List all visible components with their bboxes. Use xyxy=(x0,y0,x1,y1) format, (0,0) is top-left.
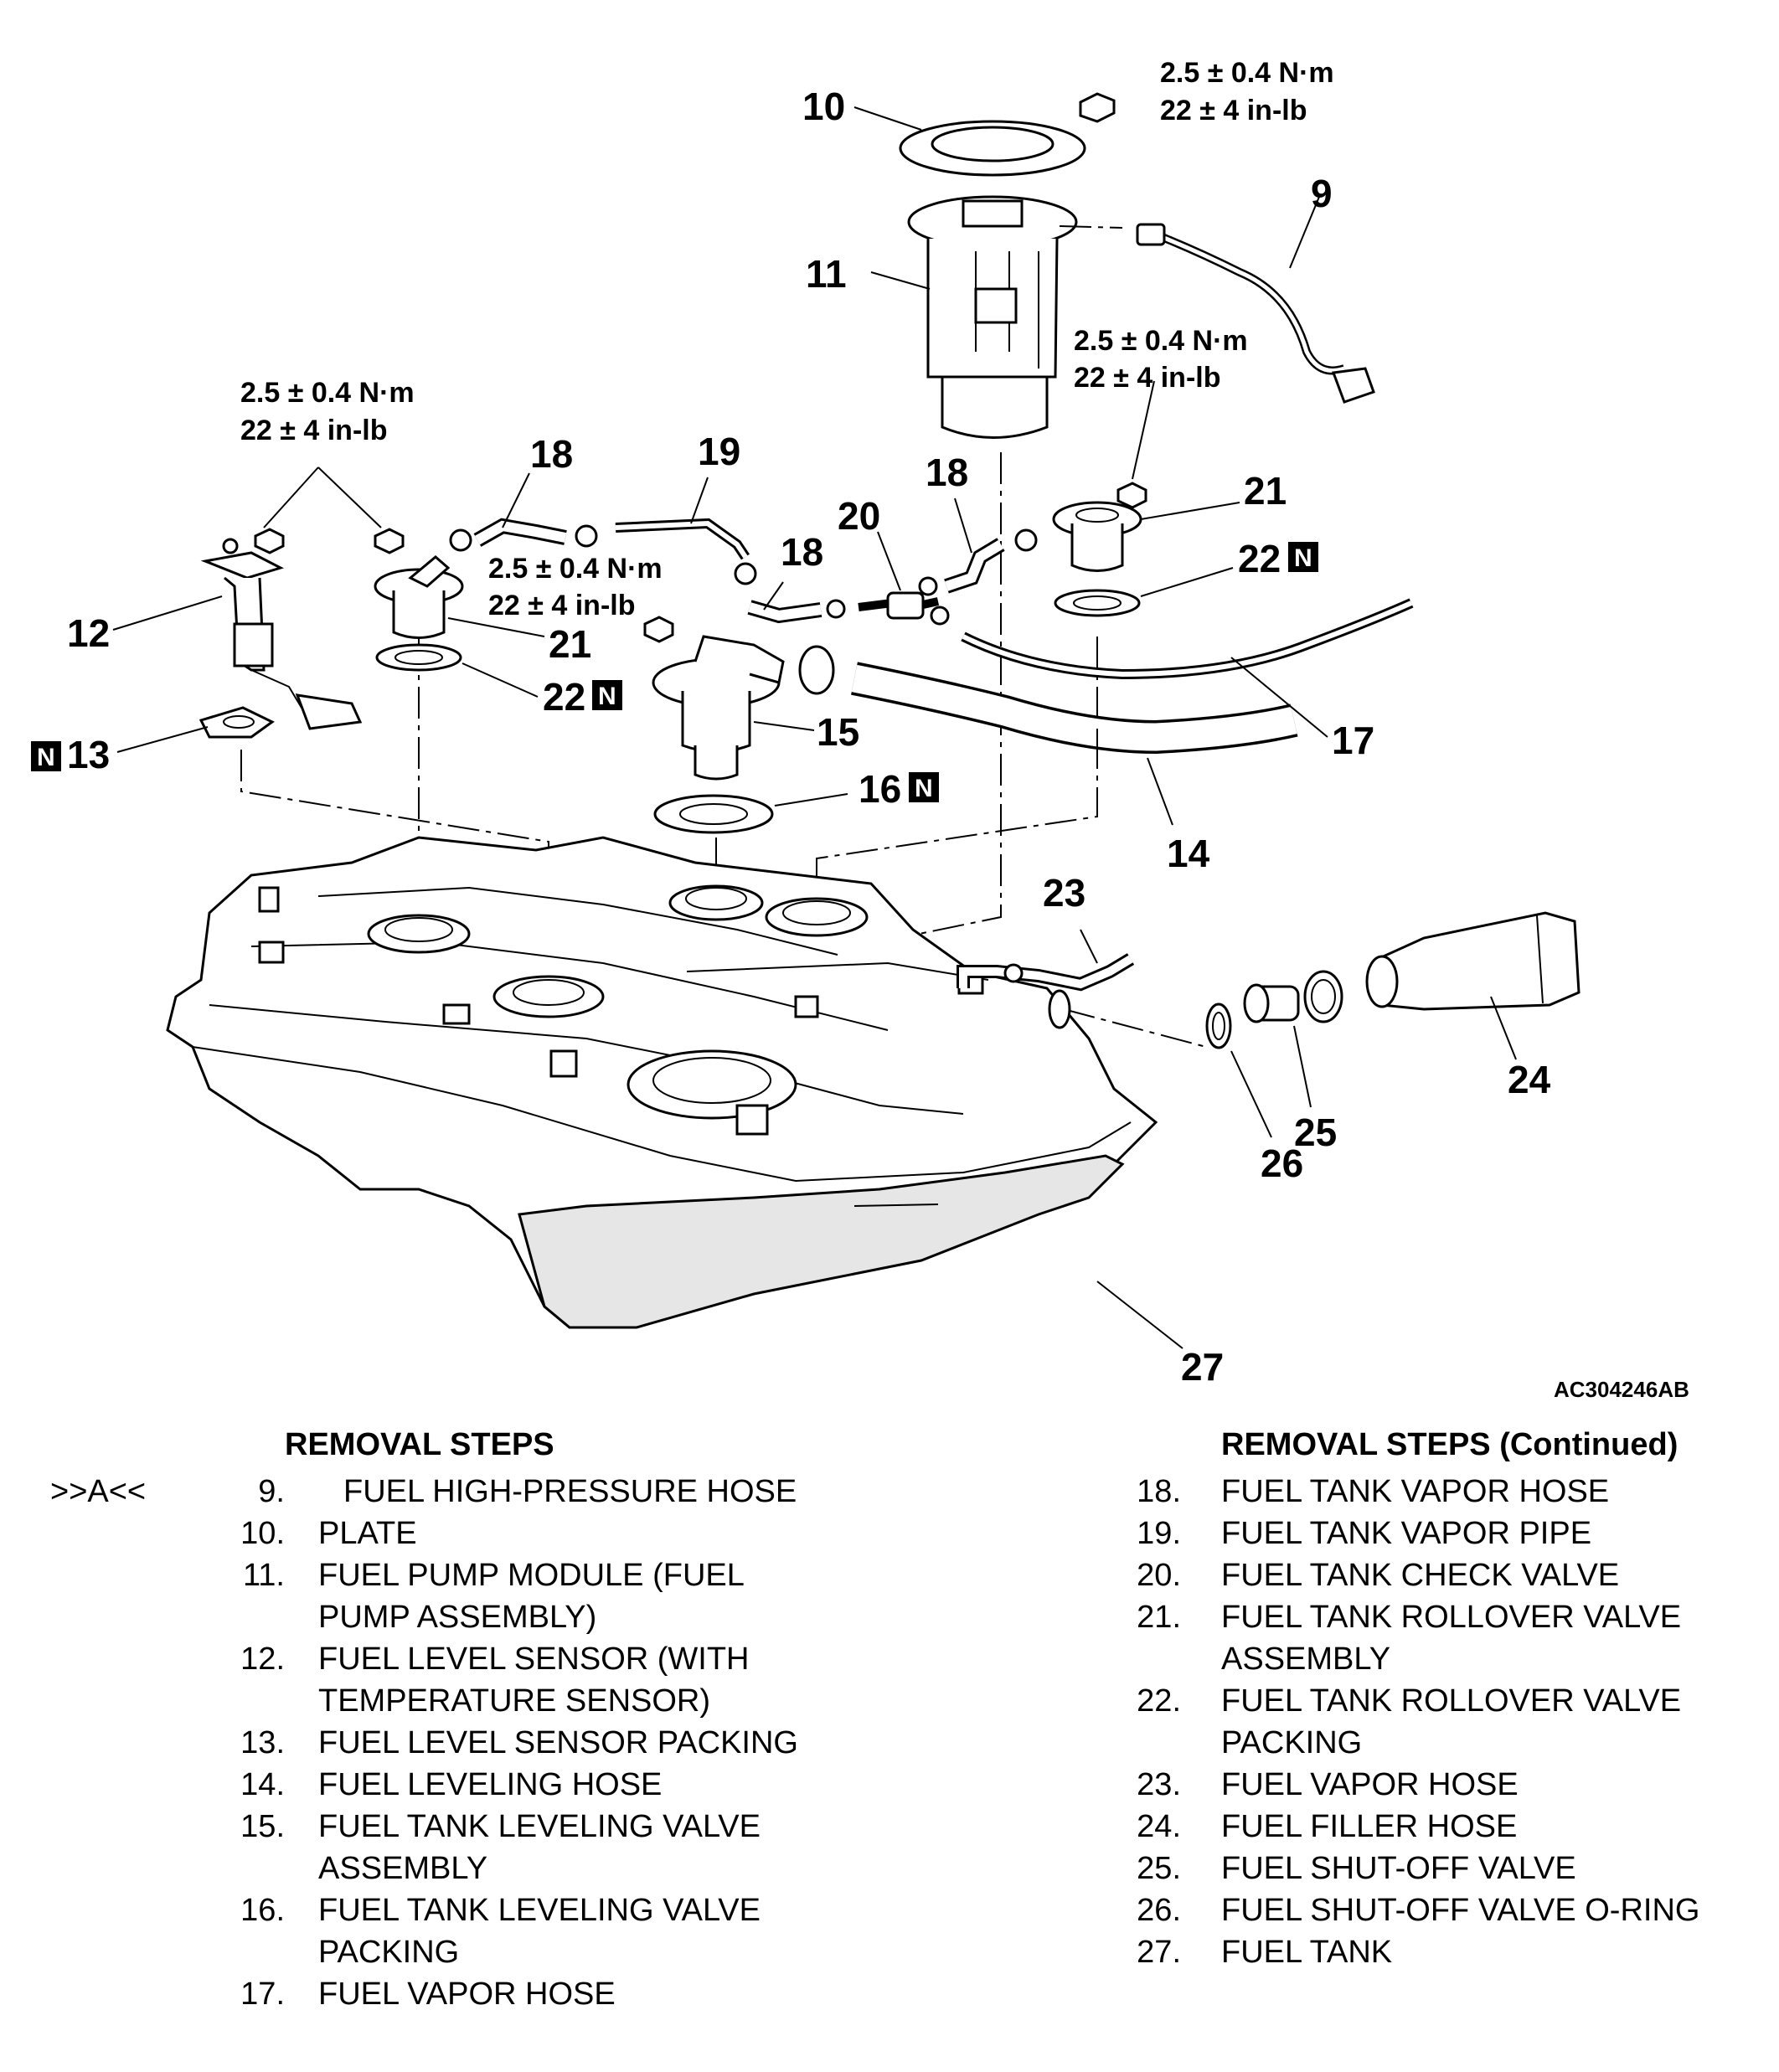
level-sensor-packing xyxy=(199,706,275,739)
new-part-mark-22b: N xyxy=(1288,542,1318,572)
new-part-mark-13: N xyxy=(31,741,61,771)
rollover-packing-right xyxy=(1054,589,1141,617)
step-item: 12. FUEL LEVEL SENSOR (WITH TEMPERATURE … xyxy=(240,1642,750,1719)
step-item: 19. FUEL TANK VAPOR PIPE xyxy=(1137,1516,1592,1551)
callout-19: 19 xyxy=(698,430,740,473)
callout-25: 25 xyxy=(1294,1111,1337,1154)
nut-12a xyxy=(254,528,285,554)
step-item: >>A<< 9. FUEL HIGH-PRESSURE HOSE xyxy=(50,1471,838,1513)
vapor-pipe-19 xyxy=(615,518,757,585)
fuel-shut-off-valve xyxy=(1243,983,1300,1023)
fuel-vapor-hose-23 xyxy=(957,953,1135,992)
callout-21a: 21 xyxy=(549,622,591,666)
callout-18a: 18 xyxy=(530,432,573,476)
torque-spec-inlb-pump: 22 ± 4 in-lb xyxy=(1074,362,1220,394)
fuel-pump-module xyxy=(907,195,1078,439)
removal-steps-continued-list: REMOVAL STEPS (Continued) 18. FUEL TANK … xyxy=(1131,1424,1767,1973)
rollover-valve-left xyxy=(374,555,464,639)
nut-12b xyxy=(374,528,405,554)
rollover-valve-right xyxy=(1052,501,1142,572)
torque-spec-nm-leveling: 2.5 ± 0.4 N·m xyxy=(488,553,663,585)
service-point-mark: >>A<< xyxy=(50,1474,147,1509)
exploded-parts-diagram: 2.5 ± 0.4 N·m 22 ± 4 in-lb 2.5 ± 0.4 N·m… xyxy=(31,57,1689,1402)
figure-id: AC304246AB xyxy=(1554,1377,1689,1402)
fuel-vapor-hose-17 xyxy=(961,598,1414,680)
callout-11: 11 xyxy=(806,252,847,296)
shut-off-valve-o-ring xyxy=(1205,1002,1232,1049)
vapor-hose-18b xyxy=(747,599,846,624)
callout-10: 10 xyxy=(802,85,845,128)
step-item: 13. FUEL LEVEL SENSOR PACKING xyxy=(240,1725,798,1760)
step-item: 11. FUEL PUMP MODULE (FUEL PUMP ASSEMBLY… xyxy=(242,1558,744,1635)
rollover-packing-left xyxy=(375,643,462,672)
callout-21b: 21 xyxy=(1244,469,1287,513)
torque-spec-nm-sensor: 2.5 ± 0.4 N·m xyxy=(240,377,415,409)
svg-text:N: N xyxy=(598,683,616,710)
callout-17: 17 xyxy=(1332,719,1374,762)
callout-13: 13 xyxy=(67,733,110,776)
torque-spec-nm-pump: 2.5 ± 0.4 N·m xyxy=(1074,325,1248,357)
vapor-hose-18a xyxy=(449,518,598,552)
check-valve xyxy=(858,576,950,626)
svg-text:N: N xyxy=(1294,544,1312,572)
removal-steps-title: REMOVAL STEPS xyxy=(285,1427,554,1462)
callout-18c: 18 xyxy=(926,451,968,494)
callout-16: 16 xyxy=(859,767,901,811)
torque-spec-inlb-top: 22 ± 4 in-lb xyxy=(1160,95,1307,126)
fuel-filler-hose xyxy=(1365,911,1580,1011)
plate-part xyxy=(899,120,1086,177)
fuel-high-pressure-hose xyxy=(1059,223,1375,404)
step-item: 10. PLATE xyxy=(240,1516,417,1551)
nut-21 xyxy=(1116,482,1147,509)
vapor-hose-18c xyxy=(944,528,1038,594)
new-part-mark-22a: N xyxy=(592,680,622,710)
svg-text:N: N xyxy=(915,775,933,802)
leader-lines xyxy=(112,106,1517,1349)
callout-14: 14 xyxy=(1167,832,1210,875)
callout-15: 15 xyxy=(817,710,859,754)
step-item: 24. FUEL FILLER HOSE xyxy=(1137,1809,1518,1844)
callout-12: 12 xyxy=(67,611,110,655)
callout-20: 20 xyxy=(838,494,880,538)
step-item: 15. FUEL TANK LEVELING VALVE ASSEMBLY xyxy=(240,1809,761,1886)
nut-top xyxy=(1079,92,1116,123)
callout-23: 23 xyxy=(1043,871,1085,915)
step-item: 25. FUEL SHUT-OFF VALVE xyxy=(1137,1851,1576,1886)
step-item: 18. FUEL TANK VAPOR HOSE xyxy=(1137,1474,1610,1509)
svg-text:N: N xyxy=(37,744,55,771)
step-item: 16. FUEL TANK LEVELING VALVE PACKING xyxy=(240,1893,761,1970)
callout-22a: 22 xyxy=(543,675,585,719)
callout-24: 24 xyxy=(1508,1058,1551,1101)
removal-steps-continued-title: REMOVAL STEPS (Continued) xyxy=(1221,1427,1678,1462)
torque-spec-nm-top: 2.5 ± 0.4 N·m xyxy=(1160,57,1334,89)
step-item: 27. FUEL TANK xyxy=(1137,1935,1393,1970)
nut-15 xyxy=(643,616,674,643)
callout-26: 26 xyxy=(1261,1142,1303,1185)
leveling-hose-clamp xyxy=(798,645,835,695)
fuel-leveling-hose xyxy=(851,662,1298,755)
step-item: 21. FUEL TANK ROLLOVER VALVE ASSEMBLY xyxy=(1137,1600,1682,1677)
step-item: 22. FUEL TANK ROLLOVER VALVE PACKING xyxy=(1137,1683,1682,1760)
leveling-valve-assembly xyxy=(652,635,785,781)
step-item: 20. FUEL TANK CHECK VALVE xyxy=(1137,1558,1620,1593)
leveling-valve-packing xyxy=(653,794,774,834)
step-item: 26. FUEL SHUT-OFF VALVE O-RING xyxy=(1137,1893,1700,1928)
callout-18b: 18 xyxy=(781,530,823,574)
fuel-level-sensor xyxy=(200,538,363,730)
removal-steps-list: REMOVAL STEPS >>A<< 9. FUEL HIGH-PRESSUR… xyxy=(50,1424,838,2015)
step-item: 14. FUEL LEVELING HOSE xyxy=(240,1767,663,1802)
torque-spec-inlb-sensor: 22 ± 4 in-lb xyxy=(240,415,387,446)
hose-clamp-24 xyxy=(1303,970,1343,1023)
callout-22b: 22 xyxy=(1238,537,1281,580)
callout-9: 9 xyxy=(1311,172,1333,215)
step-item: 17. FUEL VAPOR HOSE xyxy=(240,1977,616,2012)
new-part-mark-16: N xyxy=(909,772,939,802)
step-item: 23. FUEL VAPOR HOSE xyxy=(1137,1767,1519,1802)
callout-27: 27 xyxy=(1181,1345,1224,1389)
fuel-tank xyxy=(166,836,1158,1329)
torque-spec-inlb-leveling: 22 ± 4 in-lb xyxy=(488,590,635,621)
